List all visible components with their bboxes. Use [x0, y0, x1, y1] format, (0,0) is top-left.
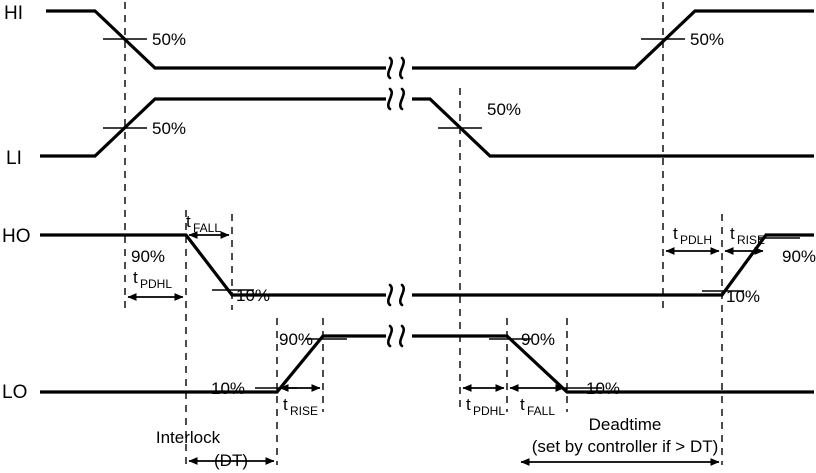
label-ho-fall-90: 90% — [131, 247, 165, 266]
marker-lo-rise-90: 90% — [279, 330, 347, 349]
label-hi-rise-50: 50% — [690, 30, 724, 49]
annotation-deadtime: Deadtime (set by controller if > DT) — [520, 415, 720, 466]
param-ho-trise-sub: RISE — [737, 233, 765, 247]
label-hi-fall-50: 50% — [152, 30, 186, 49]
axis-break-hi — [387, 56, 405, 80]
param-ho-trise: t RISE — [724, 224, 765, 255]
param-ho-tfall-base: t — [186, 212, 191, 231]
param-lo-tpdhl-sub: PDHL — [473, 404, 505, 418]
param-lo-tpdhl: t PDHL — [462, 384, 505, 418]
label-ho-rise-90: 90% — [782, 247, 816, 266]
signal-label-lo: LO — [2, 382, 27, 403]
param-ho-tpdhl-sub: PDHL — [140, 277, 172, 291]
signal-label-ho: HO — [2, 226, 31, 247]
signal-label-li: LI — [6, 148, 22, 169]
marker-li-fall-50: 50% — [438, 100, 521, 129]
waveform-lo — [40, 334, 814, 394]
annotation-interlock: Interlock (DT) — [156, 428, 275, 470]
deadtime-line1: Deadtime — [589, 415, 662, 434]
axis-break-li — [387, 87, 405, 111]
deadtime-line2: (set by controller if > DT) — [532, 437, 719, 456]
axis-break-lo — [387, 324, 405, 348]
marker-ho-fall-10: 10% — [212, 286, 270, 305]
waveform-ho — [40, 233, 814, 297]
param-ho-tpdhl: t PDHL — [127, 268, 184, 301]
signal-label-hi: HI — [4, 3, 23, 24]
label-ho-fall-10: 10% — [236, 286, 270, 305]
param-lo-tfall: t FALL — [509, 384, 565, 418]
param-lo-trise-base: t — [283, 395, 288, 414]
marker-ho-rise-90: 90% — [758, 237, 816, 266]
marker-lo-fall-90: 90% — [489, 330, 555, 349]
label-ho-rise-10: 10% — [726, 287, 760, 306]
label-lo-rise-90: 90% — [279, 330, 313, 349]
param-lo-tfall-sub: FALL — [527, 404, 555, 418]
param-ho-tpdlh-sub: PDLH — [680, 233, 712, 247]
interlock-line1: Interlock — [156, 428, 221, 447]
marker-hi-fall-50: 50% — [103, 30, 186, 49]
param-ho-tpdhl-base: t — [133, 268, 138, 287]
marker-lo-fall-10: 10% — [560, 379, 620, 398]
param-ho-tpdlh: t PDLH — [665, 224, 720, 255]
axis-break-ho — [387, 283, 405, 307]
param-lo-trise: t RISE — [279, 384, 321, 418]
label-lo-rise-10: 10% — [211, 379, 245, 398]
label-li-rise-50: 50% — [152, 119, 186, 138]
param-lo-tfall-base: t — [520, 395, 525, 414]
marker-ho-rise-10: 10% — [702, 287, 760, 306]
label-li-fall-50: 50% — [487, 100, 521, 119]
param-ho-trise-base: t — [730, 224, 735, 243]
param-ho-tpdlh-base: t — [673, 224, 678, 243]
param-ho-tfall-sub: FALL — [193, 221, 221, 235]
reference-lines — [124, 2, 723, 465]
label-lo-fall-10: 10% — [586, 379, 620, 398]
param-ho-tfall: t FALL — [186, 212, 230, 239]
label-lo-fall-90: 90% — [521, 330, 555, 349]
param-lo-tpdhl-base: t — [466, 395, 471, 414]
marker-li-rise-50: 50% — [103, 119, 186, 138]
marker-hi-rise-50: 50% — [641, 30, 724, 49]
param-lo-trise-sub: RISE — [290, 404, 318, 418]
